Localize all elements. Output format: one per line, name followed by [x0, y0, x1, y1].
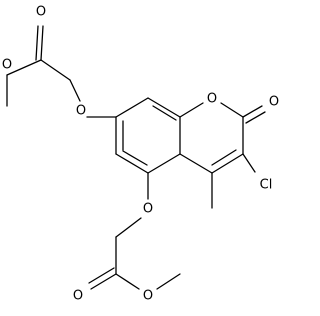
atom-label-oxygen: O	[73, 289, 83, 304]
bond	[115, 153, 149, 174]
atom-label-oxygen: O	[207, 92, 217, 107]
bond	[122, 150, 148, 166]
bond	[115, 97, 149, 118]
atom-label-oxygen: O	[143, 289, 153, 304]
bond	[40, 59, 71, 81]
bond	[88, 267, 115, 284]
atom-label-chlorine: Cl	[260, 178, 273, 193]
bond	[147, 97, 181, 118]
atom-label-oxygen: O	[36, 5, 46, 20]
bond	[115, 273, 140, 290]
atom-label-oxygen: O	[76, 104, 86, 119]
bond	[69, 79, 81, 102]
bond	[179, 153, 213, 174]
bond	[242, 153, 256, 173]
bond	[40, 25, 44, 61]
bond	[152, 105, 177, 121]
bond	[156, 273, 181, 290]
bond	[90, 273, 117, 290]
bond	[211, 153, 244, 174]
bond	[6, 59, 42, 76]
bond	[115, 217, 142, 238]
bond	[245, 111, 266, 124]
bond	[35, 25, 39, 61]
bond	[242, 105, 263, 118]
atom-label-oxygen: O	[269, 95, 279, 110]
bond	[147, 153, 181, 174]
atom-label-oxygen: O	[2, 58, 12, 73]
bond	[211, 149, 237, 166]
atom-label-oxygen: O	[143, 202, 153, 217]
chemical-structure: O O O O O Cl O O O	[2, 5, 279, 304]
bond	[179, 102, 204, 118]
bond	[220, 102, 244, 118]
